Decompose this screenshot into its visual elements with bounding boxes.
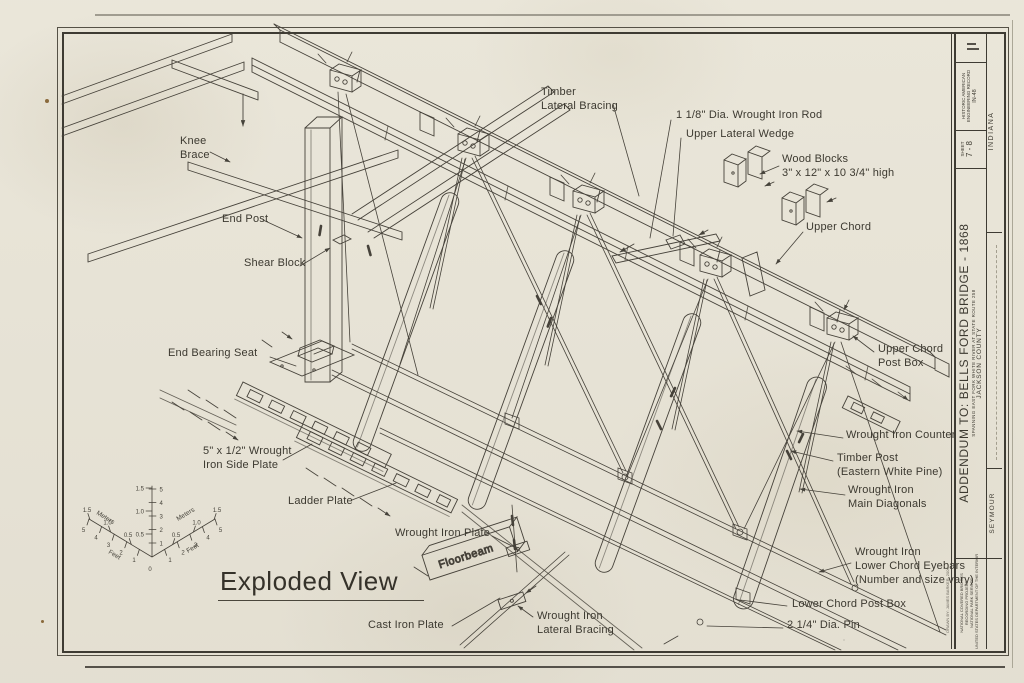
paper-speck [45, 99, 49, 103]
svg-text:1.5: 1.5 [136, 487, 145, 493]
svg-text:1.5: 1.5 [83, 508, 92, 514]
titleblock-divider-outer [951, 33, 952, 649]
label-wrought-iron-counter: Wrought Iron Counter [846, 429, 956, 441]
svg-text:1.0: 1.0 [192, 521, 201, 527]
svg-text:0.5: 0.5 [172, 533, 181, 539]
scan-edge-right [1012, 20, 1013, 668]
titleblock-column-divider [986, 33, 987, 649]
label-upper-lateral-wedge: Upper Lateral Wedge [686, 128, 795, 140]
ladder-plate-partial [841, 395, 901, 434]
sheet-border-inner [62, 32, 1006, 653]
label-upper-chord: Upper Chord [806, 221, 872, 233]
titleblock-sheet-number: SHEET 7 - 8 [960, 141, 974, 158]
label-wrought-iron-rod: 1 1/8" Dia. Wrought Iron Rod [676, 109, 823, 121]
scale-figure [86, 485, 218, 558]
svg-text:5: 5 [160, 488, 164, 494]
label-cast-iron-plate: Cast Iron Plate [368, 619, 444, 631]
titleblock-rule [956, 62, 986, 63]
svg-text:2: 2 [181, 551, 185, 557]
titleblock-stamp-mark [967, 48, 979, 50]
sheet-border-outer [57, 27, 1009, 656]
titleblock-rule [956, 130, 986, 131]
end-post-and-knee-braces [61, 33, 403, 383]
label-shear-block: Shear Block [244, 257, 306, 269]
svg-text:1.5: 1.5 [213, 508, 222, 514]
drawing-title: Exploded View [218, 566, 425, 601]
svg-text:5: 5 [219, 528, 223, 534]
titleblock-stamp-mark [967, 43, 976, 45]
label-lower-chord-post-box: Lower Chord Post Box [792, 598, 907, 610]
leader-lines [209, 103, 875, 629]
svg-text:3: 3 [160, 515, 164, 521]
label-pin: 2 1/4" Dia. Pin [787, 619, 860, 631]
svg-text:1: 1 [160, 542, 164, 548]
label-timber-post: Timber Post(Eastern White Pine) [837, 452, 943, 478]
svg-text:4: 4 [94, 536, 98, 542]
label-wrought-iron-plate: Wrought Iron Plate [395, 527, 491, 539]
svg-text:4: 4 [160, 501, 164, 507]
lower-chord-eyebars [331, 343, 947, 651]
titleblock-rule [956, 168, 986, 169]
post-boxes [317, 51, 860, 341]
timber-lateral-bracing-beams [351, 85, 571, 239]
floorbeam-inscription: Floorbeam [437, 542, 495, 571]
svg-text:2: 2 [160, 528, 164, 534]
svg-text:3: 3 [107, 543, 111, 549]
drawn-by-credit: DRAWN BY: JAMES BARKER, 2006 [945, 567, 950, 633]
svg-text:5: 5 [82, 528, 86, 534]
svg-text:1.0: 1.0 [103, 521, 112, 527]
floor-system [159, 331, 901, 651]
paper-speck [41, 620, 44, 623]
svg-text:1: 1 [132, 558, 136, 564]
svg-text:4: 4 [206, 536, 210, 542]
svg-text:0.5: 0.5 [124, 533, 133, 539]
svg-text:Feet: Feet [185, 542, 200, 555]
svg-text:0: 0 [148, 567, 152, 573]
svg-text:1: 1 [168, 558, 172, 564]
svg-text:2: 2 [119, 551, 123, 557]
titleblock-city: SEYMOUR [989, 492, 996, 534]
titleblock-fine-print [996, 245, 998, 460]
titleblock-main-title: ADDENDUM TO: BELLS FORD BRIDGE - 1868 SP… [957, 223, 983, 503]
timber-posts [352, 192, 827, 610]
iron-rods [318, 91, 941, 641]
svg-text:0.5: 0.5 [136, 533, 145, 539]
titleblock-agency: NATIONAL COVERED BRIDGES RECORDING PROJE… [959, 553, 979, 649]
titleblock-divider-inner [954, 33, 956, 649]
titleblock-rule [987, 468, 1002, 469]
upper-chord-beams [251, 23, 950, 402]
svg-text:3: 3 [194, 543, 198, 549]
wood-blocks [723, 145, 837, 226]
ladder-plate-2 [294, 423, 459, 517]
scan-edge-top [95, 14, 1010, 16]
svg-text:1.0: 1.0 [136, 510, 145, 516]
titleblock-rule [956, 558, 1002, 559]
titleblock-state: INDIANA [988, 111, 995, 151]
label-end-post: End Post [222, 213, 269, 225]
label-end-bearing-seat: End Bearing Seat [168, 347, 258, 359]
scan-edge-bottom [85, 666, 1005, 668]
label-ladder-plate: Ladder Plate [288, 495, 353, 507]
titleblock-rule [987, 232, 1002, 233]
